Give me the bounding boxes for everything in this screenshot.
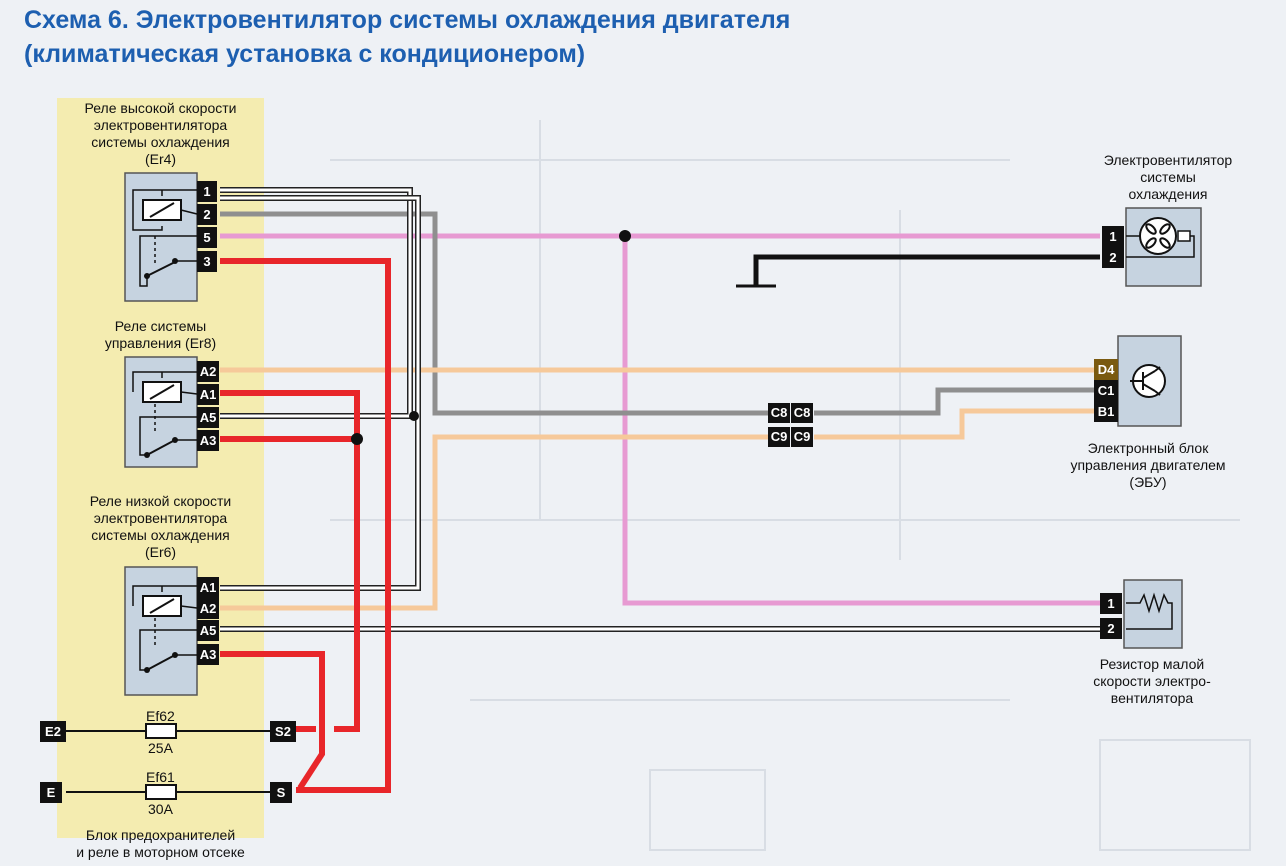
fuse-block-pin-e: E	[40, 782, 62, 803]
page-title: Схема 6. Электровентилятор системы охлаж…	[24, 6, 791, 34]
ecu-pin: B1	[1094, 401, 1118, 422]
fan-label: Электровентилятор системы охлаждения	[1103, 152, 1233, 202]
connector-c9-left: C9	[768, 427, 790, 447]
fuse-ef62-name: Ef62	[146, 708, 175, 724]
wire-white	[220, 187, 1100, 632]
relay-er8-box	[124, 356, 198, 468]
fuse-block-pin-s2: S2	[270, 721, 296, 742]
er6-pin: A1	[197, 577, 219, 598]
fuse-ef61-rating: 30A	[148, 801, 173, 817]
er6-pin: A3	[197, 644, 219, 665]
resistor-pin: 1	[1100, 593, 1122, 614]
er8-pin: A3	[197, 430, 219, 451]
wire-grey	[220, 211, 1096, 416]
fan-pin: 1	[1102, 226, 1124, 247]
page-subtitle: (климатическая установка с кондиционером…	[24, 40, 586, 68]
er4-pin: 3	[197, 251, 217, 272]
relay-er6-label: Реле низкой скорости электровентилятора …	[89, 493, 232, 560]
fuse-block-pin-e2: E2	[40, 721, 66, 742]
relay-er6-box	[124, 566, 198, 696]
ecu-pin: D4	[1094, 359, 1118, 380]
ecu-pin: C1	[1094, 380, 1118, 401]
er4-pin: 2	[197, 204, 217, 225]
er4-pin: 1	[197, 181, 217, 202]
wire-red	[220, 258, 391, 793]
fan-pin: 2	[1102, 247, 1124, 268]
fuse-block-label: Блок предохранителей и реле в моторном о…	[76, 827, 245, 860]
wire-black-ground	[753, 254, 1100, 286]
resistor-label: Резистор малой скорости электро- вентиля…	[1093, 656, 1211, 706]
connector-c8-right: C8	[791, 403, 813, 423]
resistor-box	[1123, 579, 1183, 649]
er6-pin: A5	[197, 620, 219, 641]
connector-c9-right: C9	[791, 427, 813, 447]
fuse-ef62	[145, 723, 177, 739]
wire-pink	[220, 233, 1100, 606]
relay-er4-box	[124, 172, 198, 302]
fan-box	[1125, 207, 1202, 287]
ecu-box	[1117, 335, 1182, 427]
er6-pin: A2	[197, 598, 219, 619]
relay-er4-label: Реле высокой скорости электровентилятора…	[84, 100, 237, 167]
junction-dot	[351, 433, 363, 445]
background-ghost	[330, 120, 1251, 851]
fuse-ef61-name: Ef61	[146, 769, 175, 785]
fuse-ef61	[145, 784, 177, 800]
fuse-block-pin-s: S	[270, 782, 292, 803]
junction-dot	[409, 411, 419, 421]
er8-pin: A1	[197, 384, 219, 405]
er8-pin: A2	[197, 361, 219, 382]
er4-pin: 5	[197, 227, 217, 248]
ecu-label: Электронный блок управления двигателем (…	[1070, 440, 1226, 490]
resistor-pin: 2	[1100, 618, 1122, 639]
relay-er8-label: Реле системы управления (Er8)	[104, 318, 217, 351]
wire-beige	[220, 367, 1096, 611]
er8-pin: A5	[197, 407, 219, 428]
junction-dot	[619, 230, 631, 242]
connector-c8-left: C8	[768, 403, 790, 423]
fuse-ef62-rating: 25A	[148, 740, 173, 756]
